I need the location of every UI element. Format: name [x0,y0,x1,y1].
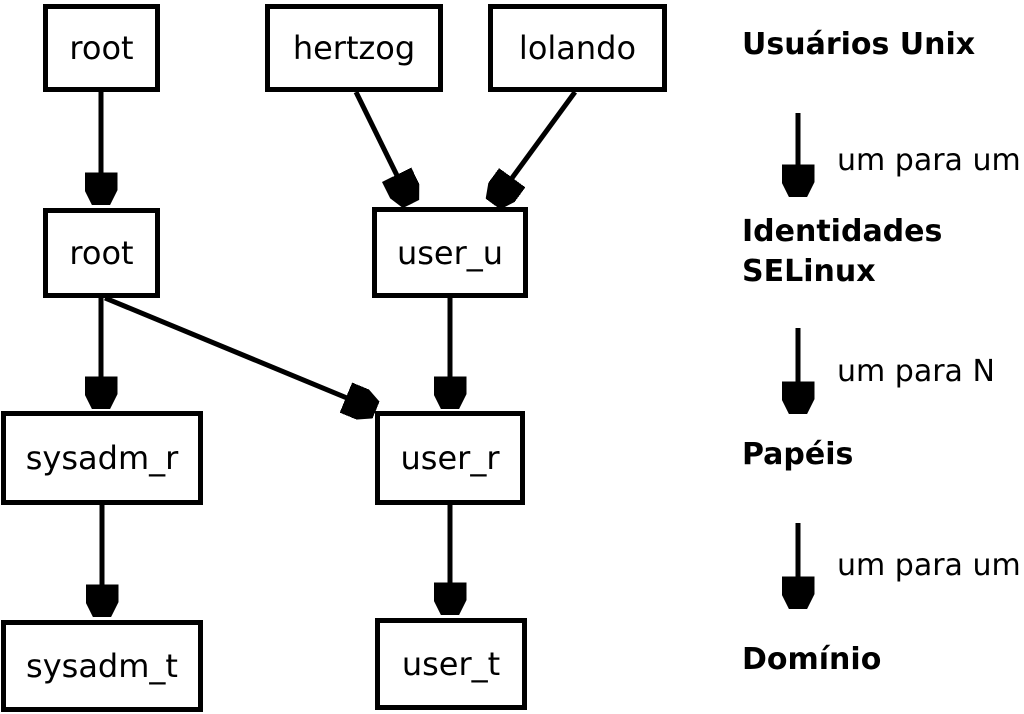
edge-lolando-to-user_u [493,90,578,204]
node-user_u: user_u [372,207,528,298]
node-user_t-label: user_t [401,645,501,683]
edge-hertzog-to-user_u [353,90,411,204]
node-sysadm_t: sysadm_t [1,620,203,712]
node-hertzog: hertzog [265,4,443,92]
node-user_r-label: user_r [400,439,500,477]
legend-level-roles: Papéis [742,437,854,472]
edge-root-selinux-to-user_r [104,295,376,410]
node-root-unix: root [43,4,160,92]
legend-level-unix-users: Usuários Unix [742,27,976,62]
legend-mapping-one-to-n: um para N [837,354,995,389]
node-user_u-label: user_u [396,233,504,272]
node-lolando-label: lolando [518,29,637,67]
node-user_r: user_r [375,411,525,505]
legend-mapping-one-to-one-1: um para um [837,143,1021,178]
legend-level-selinux-identities: Identidades SELinux [742,214,943,289]
node-sysadm_r: sysadm_r [1,411,203,505]
legend-mapping-one-to-one-2: um para um [837,548,1021,583]
node-sysadm_t-label: sysadm_t [26,647,178,685]
node-root-selinux-label: root [69,234,134,272]
node-user_t: user_t [375,618,527,710]
legend-level-domain: Domínio [742,642,882,677]
node-sysadm_r-label: sysadm_r [25,439,179,477]
node-root-unix-label: root [69,29,134,67]
node-lolando: lolando [488,4,667,92]
node-hertzog-label: hertzog [292,29,416,67]
node-root-selinux: root [43,208,160,298]
